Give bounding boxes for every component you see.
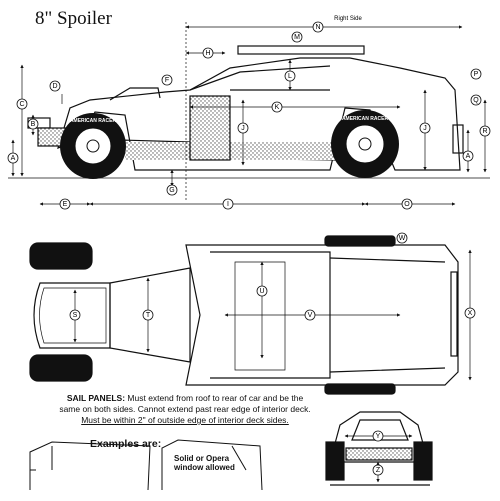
windshield-line (189, 65, 331, 91)
dimension-label-circle-x (464, 307, 476, 319)
dimension-label-circle-j (419, 122, 431, 134)
dimension-label-v: V (308, 312, 313, 319)
dimension-label-q: Q (473, 97, 479, 104)
top-view (29, 235, 459, 395)
dimension-label-p: P (474, 71, 479, 78)
dimension-label-b: B (31, 121, 36, 128)
dimension-label-a: A (466, 153, 471, 160)
dimension-label-circle-b (27, 118, 39, 130)
dimension-label-j: J (423, 125, 427, 132)
opera-note: Solid or Opera window allowed (174, 454, 235, 472)
example-2-outline (161, 439, 263, 491)
opera-note-line1: Solid or Opera (174, 454, 230, 463)
dimension-label-r: R (482, 128, 487, 135)
dimension-label-circle-a (7, 152, 19, 164)
sail-panels-heading: SAIL PANELS: (66, 393, 126, 403)
dimension-label-circle-e (59, 198, 71, 210)
dimension-label-a: A (11, 155, 16, 162)
car-body-outline (57, 57, 461, 171)
right-side-label: Right Side (334, 16, 362, 22)
dimension-label-circle-k (271, 101, 283, 113)
rear-wheel-brand: AMERICAN RACER (342, 116, 389, 122)
dimension-label-f: F (165, 77, 169, 84)
dimension-label-circle-w (396, 232, 408, 244)
front-right-tire (29, 354, 93, 382)
dimension-label-circle-j (237, 122, 249, 134)
dimension-label-u: U (259, 288, 264, 295)
rear-right-tire-view (413, 441, 433, 481)
dimension-label-n: N (315, 24, 320, 31)
main-body-outline (185, 244, 459, 386)
dimension-label-circle-a (462, 150, 474, 162)
front-wheel: AMERICAN RACER (60, 113, 126, 179)
examples-label: Examples are: (90, 438, 162, 450)
dimension-label-j: J (241, 125, 245, 132)
hood-scoop (109, 87, 161, 101)
dimension-label-i: I (227, 201, 229, 208)
door-panel-hatch (189, 95, 231, 161)
dimension-label-s: S (73, 312, 78, 319)
dimension-label-d: D (52, 83, 57, 90)
dimension-label-circle-s (69, 309, 81, 321)
example-1-outline (29, 441, 151, 491)
spoiler (237, 45, 365, 55)
dimension-label-circle-f (161, 74, 173, 86)
dimension-label-circle-z (372, 464, 384, 476)
opera-note-line2: window allowed (174, 463, 235, 472)
dimension-label-circle-y (372, 430, 384, 442)
rear-spoiler-top (450, 271, 458, 357)
dimension-label-circle-d (49, 80, 61, 92)
dimension-label-g: G (169, 187, 174, 194)
dimension-label-k: K (275, 104, 280, 111)
top-dimensions (73, 249, 472, 381)
dimension-label-circle-c (16, 98, 28, 110)
dimension-label-circle-u (256, 285, 268, 297)
front-wheel-brand: AMERICAN RACER (70, 118, 117, 124)
dimension-label-circle-l (284, 70, 296, 82)
dimension-label-circle-q (470, 94, 482, 106)
title: 8" Spoiler (35, 8, 112, 29)
dimension-label-e: E (63, 201, 68, 208)
dimension-label-circle-n (312, 21, 324, 33)
rear-view (325, 411, 433, 486)
dimension-label-circle-h (202, 47, 214, 59)
dimension-label-t: T (146, 312, 151, 319)
rear-left-tire-view (325, 441, 345, 481)
rear-right-tire (324, 383, 396, 395)
dimension-label-circle-r (479, 125, 491, 137)
dimension-label-x: X (468, 310, 473, 317)
dimension-label-m: M (294, 34, 300, 41)
nose-outline (33, 282, 111, 349)
rear-left-tire (324, 235, 396, 247)
rear-wheel: AMERICAN RACER (331, 110, 399, 178)
dimension-label-circle-o (401, 198, 413, 210)
sail-panels-rules: SAIL PANELS: Must extend from roof to re… (32, 393, 338, 426)
sail-panels-line3: Must be within 2" of outside edge of int… (81, 415, 289, 425)
dimension-label-w: W (399, 235, 406, 242)
dimension-label-h: H (205, 50, 210, 57)
dimension-label-circle-v (304, 309, 316, 321)
dimension-label-circle-t (142, 309, 154, 321)
dimension-label-z: Z (376, 467, 381, 474)
dimension-label-c: C (19, 101, 24, 108)
sail-panels-line1: Must extend from roof to rear of car and… (125, 393, 304, 403)
dimension-labels: A B C D E F G H I J K L M N O P Q R S T U V W X Y Z A J (7, 21, 491, 476)
dimension-label-o: O (404, 201, 410, 208)
dimension-label-y: Y (376, 433, 381, 440)
example-silhouettes (29, 439, 263, 491)
dimension-label-l: L (288, 73, 292, 80)
front-left-tire (29, 242, 93, 270)
dimension-label-circle-g (166, 184, 178, 196)
dimension-label-circle-i (222, 198, 234, 210)
sail-panels-line2: same on both sides. Cannot extend past r… (59, 404, 311, 414)
dimension-label-circle-p (470, 68, 482, 80)
dimension-label-circle-m (291, 31, 303, 43)
